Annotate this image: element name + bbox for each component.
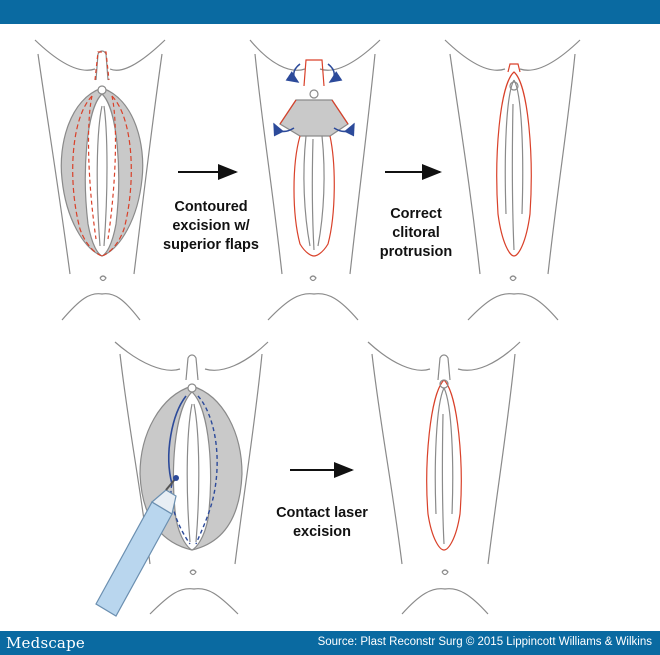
panel-laser-result (367, 341, 521, 615)
laser-handpiece (95, 475, 179, 617)
panel-corrected-protrusion (444, 39, 581, 321)
label-line: superior flaps (163, 237, 259, 253)
top-bar (0, 0, 660, 24)
diagram-canvas (34, 39, 581, 617)
step-label-contoured-excision: Contoured excision w/ superior flaps (155, 198, 267, 255)
medscape-logo[interactable]: Medscape (6, 634, 85, 652)
label-line: Correct (390, 206, 442, 222)
step-label-correct-protrusion: Correct clitoral protrusion (366, 205, 466, 262)
label-line: excision w/ (172, 218, 250, 234)
label-line: Contact laser (276, 505, 368, 521)
source-credit: Source: Plast Reconstr Surg © 2015 Lippi… (317, 636, 652, 648)
label-line: excision (292, 524, 352, 540)
panel-preop-contoured (34, 39, 166, 321)
label-line: Contoured (174, 199, 248, 215)
footer-bar: Medscape Source: Plast Reconstr Surg © 2… (0, 631, 660, 655)
label-line: protrusion (379, 244, 453, 260)
panel-superior-flaps (249, 39, 381, 321)
step-label-contact-laser: Contact laser excision (262, 504, 382, 542)
label-line: clitoral (392, 225, 440, 241)
